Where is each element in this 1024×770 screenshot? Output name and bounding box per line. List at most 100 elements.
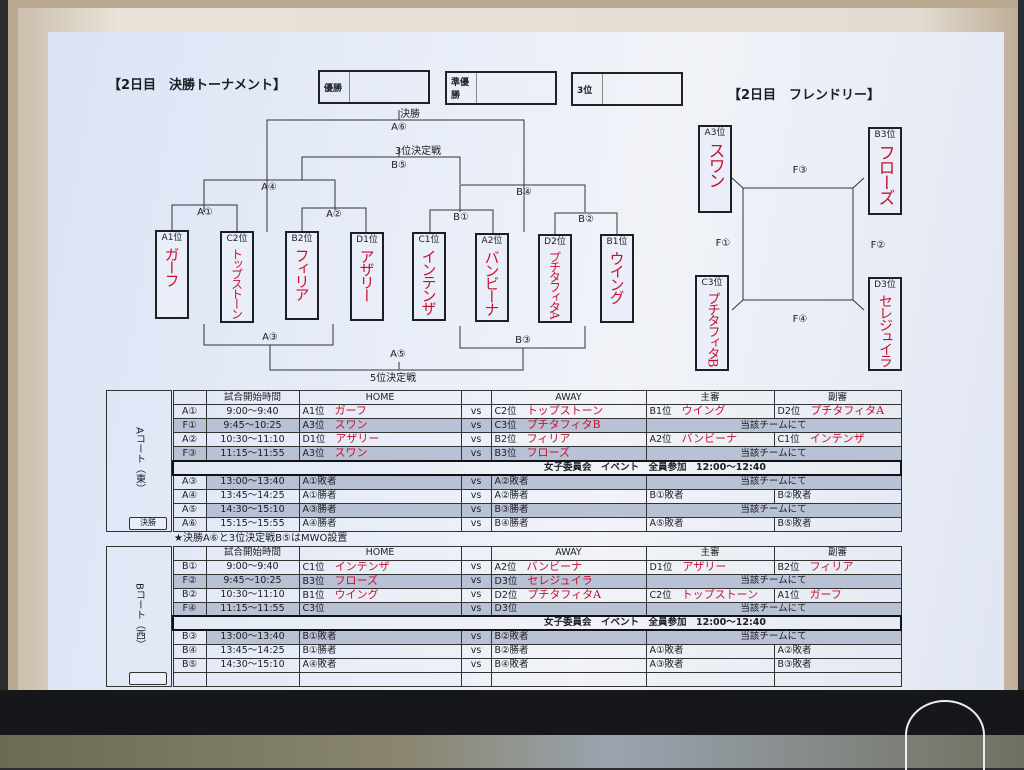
team-seed: C1位 <box>418 235 440 246</box>
away-team: B④勝者 <box>490 516 647 532</box>
away-seed: A②勝者 <box>494 490 529 501</box>
match-time: 15:15〜15:55 <box>205 516 300 532</box>
match-code: A③ <box>172 474 207 490</box>
vs-label: vs <box>460 446 492 462</box>
away-team-name: フィリア <box>526 432 571 445</box>
ref-seed: A⑤敗者 <box>649 518 684 529</box>
away-seed: C2位 <box>494 406 517 417</box>
home-team-name: スワン <box>334 418 368 431</box>
vs-label: vs <box>460 573 492 589</box>
vs-label: vs <box>460 404 492 419</box>
team-name: トップストーン <box>229 247 244 318</box>
match-code: F③ <box>172 446 207 462</box>
team-seed: D3位 <box>874 280 896 290</box>
away-team: C2位トップストーン <box>490 404 647 419</box>
f2-label: F② <box>870 240 886 251</box>
bracket-team: A2位バンビーナ <box>475 233 509 322</box>
away-team: A2位バンビーナ <box>490 559 647 575</box>
team-seed: C3位 <box>701 278 723 288</box>
vs-label: vs <box>460 432 492 447</box>
vs-label: vs <box>460 559 492 575</box>
match-code: A⑥ <box>172 516 207 532</box>
match-time: 13:00〜13:40 <box>205 474 300 490</box>
referee: A⑤敗者 <box>645 516 775 532</box>
a5-label: A⑤ <box>390 349 406 360</box>
court-b-label-cell: Bコート（西） <box>106 545 172 687</box>
note: ★決勝A⑥と3位決定戦B⑤はMWO設置 <box>174 532 348 544</box>
referee-header: 主審 <box>645 390 775 405</box>
match-code: B② <box>172 587 207 603</box>
runner-up-label: 準優勝 <box>447 73 477 103</box>
board-frame-bottom <box>0 690 1024 736</box>
team-name: スワン <box>704 142 725 187</box>
match-time: 10:30〜11:10 <box>205 587 300 603</box>
away-seed: A②敗者 <box>494 476 529 488</box>
rope <box>905 700 985 770</box>
third-match-code: B⑤ <box>391 160 407 171</box>
vs-label: vs <box>460 418 492 433</box>
home-team: C1位インテンザ <box>298 559 462 575</box>
away-team: B2位フィリア <box>490 432 647 447</box>
ref-seed: D1位 <box>649 561 673 573</box>
home-team: B3位フローズ <box>298 573 462 589</box>
referee: B1位ウイング <box>645 404 775 419</box>
sub-seed: B③敗者 <box>777 659 812 670</box>
ref-seed: B1位 <box>649 406 672 417</box>
away-team: B②勝者 <box>490 643 647 659</box>
same-team-referee: 当該チームにて <box>645 502 902 518</box>
team-name: フローズ <box>874 144 895 204</box>
sub-referee-header: 副審 <box>773 545 902 561</box>
a3-label: A③ <box>262 332 278 343</box>
sub-referee: A1位ガーフ <box>773 587 902 603</box>
home-seed: A④勝者 <box>302 518 337 529</box>
ref-team-name: ウイング <box>681 404 726 417</box>
b1-label: B① <box>453 212 469 223</box>
bracket-team: C2位トップストーン <box>220 230 254 323</box>
third-place-label: 3位 <box>573 74 603 104</box>
home-team: B1位ウイング <box>298 587 462 603</box>
match-time: 13:00〜13:40 <box>205 629 300 645</box>
final-line <box>266 110 525 232</box>
sub-team-name: フィリア <box>809 560 854 573</box>
away-team: A②勝者 <box>490 488 647 504</box>
event-text: 女子委員会 イベント 全員参加 12:00〜12:40 <box>172 615 902 631</box>
team-name: ガーフ <box>162 247 181 286</box>
tournament-title: 【2日目 決勝トーナメント】 <box>108 78 287 93</box>
bracket-lines <box>171 110 865 371</box>
team-name: アザリー <box>357 248 376 301</box>
bracket-team: D2位プチタフィタA <box>538 233 572 323</box>
vs-label: vs <box>460 488 492 504</box>
third-match-label: 3位決定戦 <box>394 146 442 157</box>
friendly-team-c3: C3位プチタフィタB <box>695 275 729 371</box>
vs-label: vs <box>460 502 492 518</box>
home-team-name: フローズ <box>334 574 379 587</box>
winner-box: 優勝 <box>318 70 430 104</box>
sub-seed: C1位 <box>777 434 800 445</box>
lower-lines <box>203 324 586 371</box>
ref-team-name: トップストーン <box>681 588 759 601</box>
away-team: D2位プチタフィタA <box>490 587 647 603</box>
referee: C2位トップストーン <box>645 587 775 603</box>
home-team: B①敗者 <box>298 629 462 645</box>
team-name: プチタフィタB <box>704 292 720 366</box>
ref-seed: A③敗者 <box>649 659 684 670</box>
event-row: 女子委員会 イベント 全員参加 12:00〜12:40 <box>172 615 902 631</box>
bracket-team: B2位フィリア <box>285 231 319 321</box>
match-code: F④ <box>172 601 207 617</box>
ref-team-name: バンビーナ <box>681 432 738 445</box>
b3-label: B③ <box>515 335 531 346</box>
same-team-referee: 当該チームにて <box>645 418 902 433</box>
referee: A2位バンビーナ <box>645 432 775 447</box>
court-b-label: Bコート（西） <box>133 582 145 650</box>
home-team: C3位 <box>298 601 462 617</box>
match-time: 11:15〜11:55 <box>205 446 300 462</box>
team-seed: D2位 <box>544 236 566 247</box>
match-code: B⑤ <box>172 657 207 673</box>
